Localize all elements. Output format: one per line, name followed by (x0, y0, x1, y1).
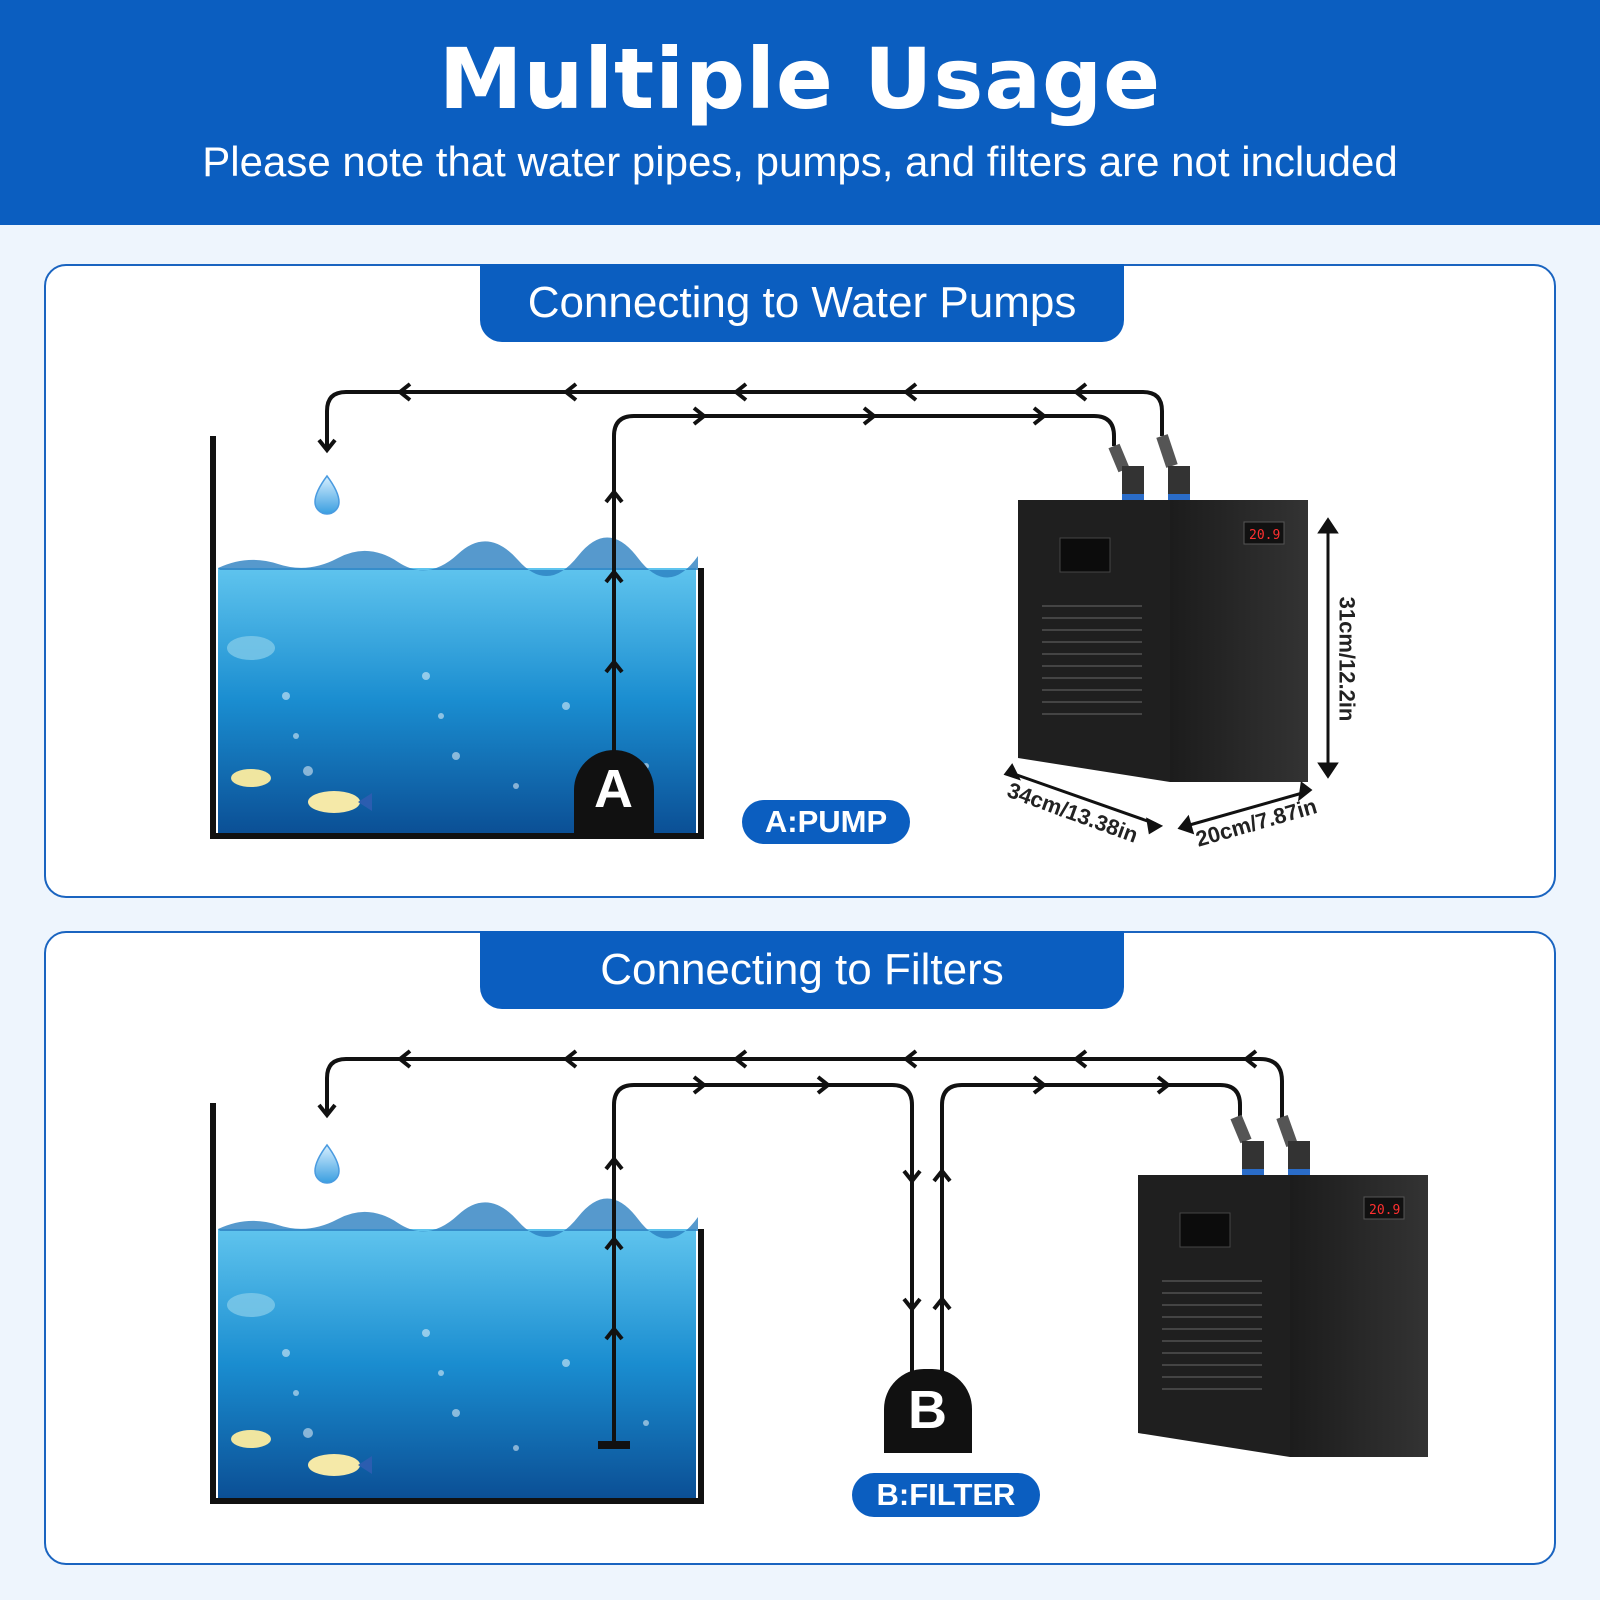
pump-diagram: 20.9 (210, 382, 1339, 839)
pipe-return (317, 382, 1164, 454)
header-banner: Multiple Usage Please note that water pi… (0, 0, 1600, 225)
chiller-unit: 20.9 (1138, 1114, 1428, 1457)
tank-wall (210, 1103, 704, 1504)
water-surface (218, 1198, 698, 1239)
filter-node-letter: B (908, 1380, 947, 1440)
pipe-return (317, 1049, 1284, 1119)
page-title: Multiple Usage (438, 30, 1162, 128)
tab-water-pumps: Connecting to Water Pumps (480, 264, 1124, 342)
tank-water (218, 1229, 696, 1499)
pipe-supply (604, 406, 1116, 754)
pipe-supply (604, 1075, 1242, 1445)
pump-legend: A:PUMP (742, 800, 910, 844)
tank-wall (210, 436, 704, 839)
fish-icon (227, 636, 372, 813)
chiller-display: 20.9 (1249, 528, 1280, 543)
filter-diagram: 20.9 (210, 1049, 1428, 1504)
water-surface (218, 537, 698, 578)
bubbles (282, 1329, 649, 1451)
water-drop-icon (314, 474, 340, 515)
pump-inlet (598, 1441, 630, 1449)
panel-filters: Connecting to Filters (44, 931, 1556, 1565)
chiller-unit: 20.9 (1018, 434, 1308, 782)
filter-node (884, 1369, 972, 1453)
fish-icon (227, 1293, 372, 1476)
pump-node-letter: A (594, 759, 633, 819)
fish-tank (210, 1103, 704, 1504)
filter-legend: B:FILTER (852, 1473, 1040, 1517)
chiller-vents (1162, 1280, 1262, 1390)
chiller-display: 20.9 (1369, 1203, 1400, 1218)
water-drop-icon (314, 1143, 340, 1184)
pump-node (574, 750, 654, 834)
chiller-vents (1042, 605, 1142, 715)
height-dimension: 31cm/12.2in (1334, 596, 1360, 722)
page-subtitle: Please note that water pipes, pumps, and… (202, 138, 1398, 185)
dimension-arrows (1003, 517, 1339, 835)
panel-water-pumps: Connecting to Water Pumps (44, 264, 1556, 898)
tab-filters: Connecting to Filters (480, 931, 1124, 1009)
